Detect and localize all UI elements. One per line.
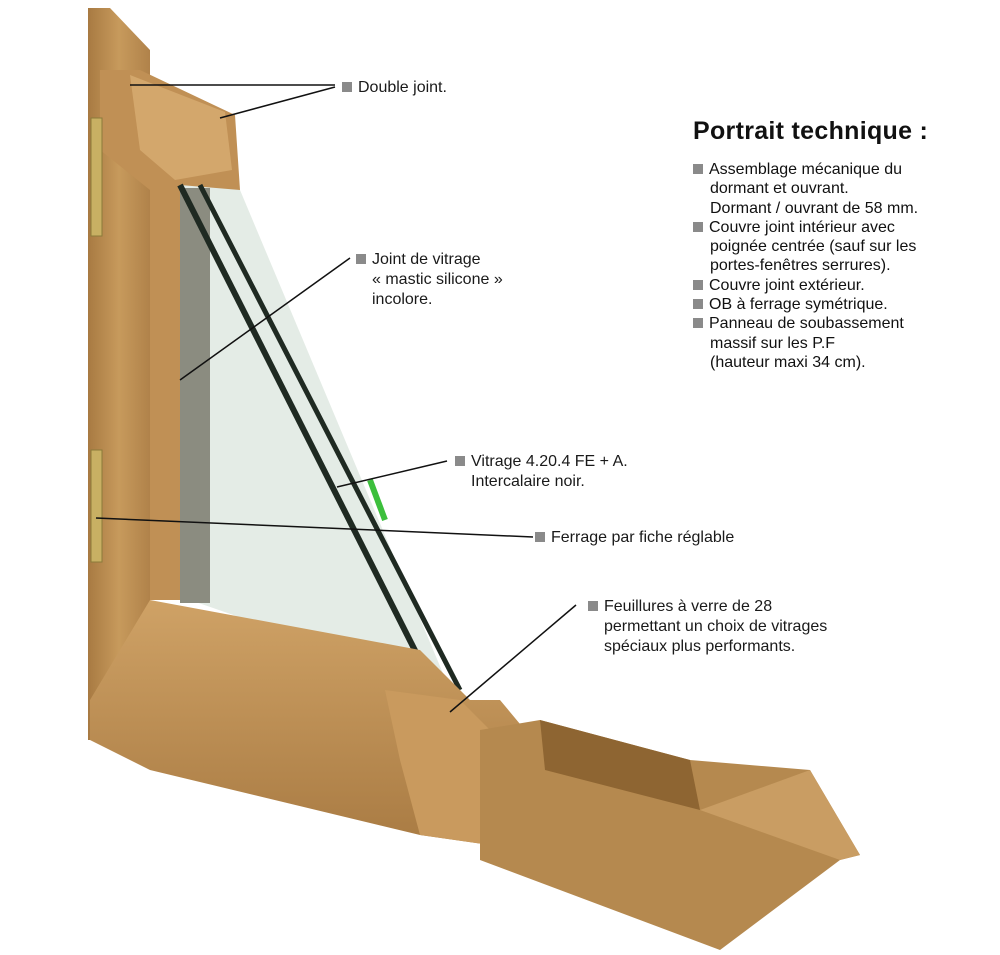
bullet-square-icon [693, 318, 703, 329]
frame-vertical [88, 8, 150, 740]
bullet-square-icon [693, 279, 703, 290]
callout-vitrage: Vitrage 4.20.4 FE + A. Intercalaire noir… [455, 452, 628, 492]
spec-item: OB à ferrage symétrique. [693, 295, 918, 314]
hinge-top [90, 117, 103, 237]
spec-item: Panneau de soubassement massif sur les P… [693, 314, 918, 372]
bullet-square-icon [693, 164, 703, 174]
spec-item: Assemblage mécanique du dormant et ouvra… [693, 160, 918, 218]
bullet-square-icon [455, 456, 465, 466]
bullet-square-icon [356, 254, 366, 264]
bullet-square-icon [693, 221, 703, 232]
leader-lines [95, 84, 577, 713]
callout-joint-vitrage: Joint de vitrage « mastic silicone » inc… [356, 250, 503, 310]
portrait-spec-list: Assemblage mécanique du dormant et ouvra… [693, 160, 918, 372]
hinge-bottom [90, 449, 103, 563]
spec-item: Couvre joint intérieur avec poignée cent… [693, 218, 918, 276]
callout-ferrage: Ferrage par fiche réglable [535, 528, 734, 548]
glass-pane [180, 185, 450, 690]
portrait-title: Portrait technique : [693, 117, 929, 145]
bullet-square-icon [588, 601, 598, 611]
callout-double-joint: Double joint. [342, 78, 447, 98]
callout-feuillures: Feuillures à verre de 28 permettant un c… [588, 597, 827, 657]
spec-item: Couvre joint extérieur. [693, 276, 918, 295]
bullet-square-icon [535, 532, 545, 542]
bullet-square-icon [693, 299, 703, 310]
bullet-square-icon [342, 82, 352, 92]
